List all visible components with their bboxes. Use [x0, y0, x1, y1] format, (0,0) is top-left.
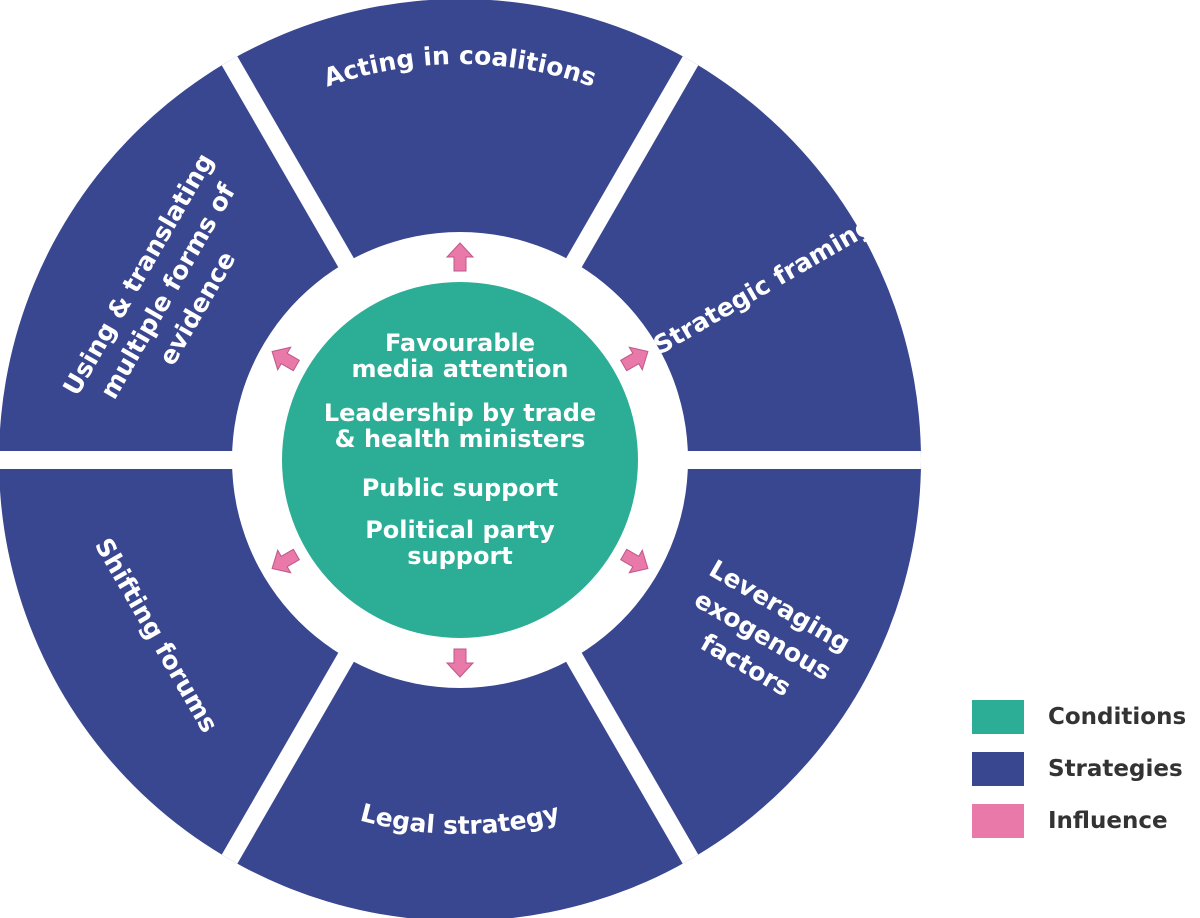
influence-swatch-icon	[972, 804, 1024, 838]
influence-arrow-icon	[619, 548, 649, 574]
segment-gap-1	[563, 38, 709, 272]
conditions-swatch-icon	[972, 700, 1024, 734]
condition-text: Public support	[362, 474, 558, 502]
conditions-circle	[282, 282, 638, 638]
segment-gap-3	[563, 648, 709, 882]
legend-label-strategies: Strategies	[1048, 756, 1183, 782]
legend-label-influence: Influence	[1048, 808, 1168, 834]
condition-text: & health ministers	[335, 425, 586, 453]
legend-item-influence: Influence	[972, 804, 1200, 838]
legend-label-conditions: Conditions	[1048, 704, 1187, 730]
segment-gap-4	[211, 648, 357, 882]
legend: Conditions Strategies Influence	[972, 700, 1200, 856]
condition-text: media attention	[351, 355, 568, 383]
influence-arrow-icon	[271, 548, 301, 574]
influence-arrow-icon	[271, 346, 301, 372]
legend-item-conditions: Conditions	[972, 700, 1200, 734]
influence-arrow-icon	[619, 346, 649, 372]
legend-item-strategies: Strategies	[972, 752, 1200, 786]
condition-text: Political party	[365, 516, 555, 544]
influence-arrow-icon	[445, 242, 475, 272]
condition-text: support	[407, 542, 513, 570]
strategies-swatch-icon	[972, 752, 1024, 786]
influence-arrows	[271, 242, 649, 678]
influence-arrow-icon	[445, 648, 475, 678]
condition-text: Favourable	[385, 329, 535, 357]
segment-gap-6	[211, 38, 357, 272]
condition-text: Leadership by trade	[324, 399, 596, 427]
